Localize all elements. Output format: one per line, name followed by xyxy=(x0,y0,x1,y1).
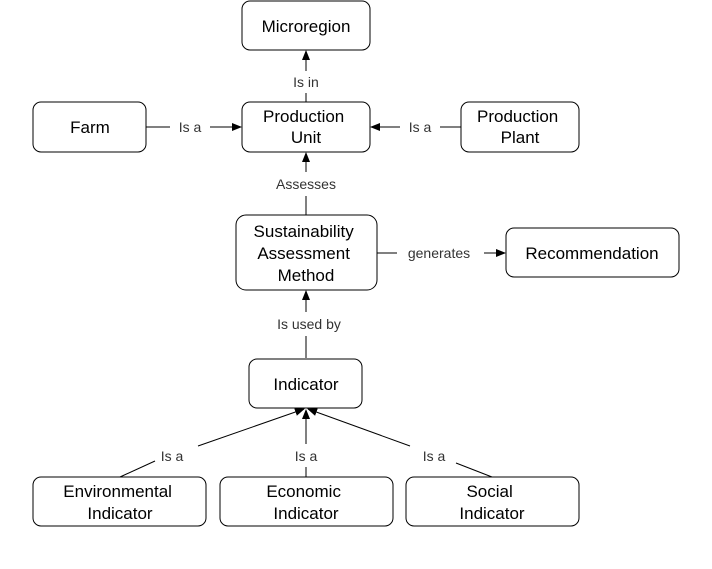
svg-text:Recommendation: Recommendation xyxy=(525,244,658,263)
svg-text:Sustainability Assessmen: Sustainability Assessment Method xyxy=(254,222,359,285)
edge-label-social-is-a: Is a xyxy=(423,448,446,464)
svg-text:Indicator: Indicator xyxy=(273,375,339,394)
edge-label-environmental-is-a: Is a xyxy=(161,448,184,464)
node-production-plant-label-line-2: Plant xyxy=(501,128,540,147)
node-sam-label-line-3: Method xyxy=(278,266,335,285)
node-social-indicator: Social Indicator xyxy=(405,476,580,527)
svg-text:Production Plant: Production Plant xyxy=(477,107,563,147)
node-production-plant-label-line-1: Production xyxy=(477,107,558,126)
svg-text:Social Indicator: Social Indicator xyxy=(459,482,525,523)
svg-text:Economic Indicator: Economic Indicator xyxy=(266,482,345,523)
node-production-unit-label-line-2: Unit xyxy=(291,128,322,147)
edge-label-farm-is-a: Is a xyxy=(179,119,202,135)
node-social-indicator-label-line-2: Indicator xyxy=(459,504,525,523)
svg-text:Production Unit: Production Unit xyxy=(263,107,349,147)
edge-generates: generates xyxy=(377,245,506,261)
node-environmental-indicator-label-line-2: Indicator xyxy=(87,504,153,523)
node-production-unit-label-line-1: Production xyxy=(263,107,344,126)
edge-label-is-in: Is in xyxy=(293,74,319,90)
node-microregion: Microregion xyxy=(241,0,371,51)
node-microregion-label: Microregion xyxy=(262,17,351,36)
node-recommendation: Recommendation xyxy=(505,227,680,278)
node-economic-indicator: Economic Indicator xyxy=(219,476,394,527)
edge-social-is-a: Is a xyxy=(307,408,493,478)
node-economic-indicator-label-line-1: Economic xyxy=(266,482,341,501)
node-production-unit: Production Unit xyxy=(241,101,371,153)
edge-assesses: Assesses xyxy=(276,152,336,215)
edge-label-plant-is-a: Is a xyxy=(409,119,432,135)
edge-label-is-used-by: Is used by xyxy=(277,316,341,332)
edge-is-in: Is in xyxy=(293,50,319,102)
node-indicator-label: Indicator xyxy=(273,375,339,394)
node-recommendation-label: Recommendation xyxy=(525,244,658,263)
svg-text:Farm: Farm xyxy=(70,118,110,137)
edge-farm-is-a: Is a xyxy=(146,119,242,135)
node-economic-indicator-label-line-2: Indicator xyxy=(273,504,339,523)
svg-text:Microregion: Microregion xyxy=(262,17,351,36)
node-production-plant: Production Plant xyxy=(460,101,580,153)
node-sam-label-line-2: Assessment xyxy=(257,244,350,263)
node-sustainability-assessment-method: Sustainability Assessment Method xyxy=(235,214,378,291)
edge-environmental-is-a: Is a xyxy=(119,408,305,478)
edge-label-assesses: Assesses xyxy=(276,176,336,192)
node-indicator: Indicator xyxy=(248,358,363,409)
node-environmental-indicator-label-line-1: Environmental xyxy=(63,482,172,501)
node-environmental-indicator: Environmental Indicator xyxy=(32,476,207,527)
edge-plant-is-a: Is a xyxy=(370,119,461,135)
svg-text:Environmental Indicator: Environmental Indicator xyxy=(63,482,176,523)
node-farm: Farm xyxy=(32,101,147,153)
edge-label-economic-is-a: Is a xyxy=(295,448,318,464)
node-farm-label: Farm xyxy=(70,118,110,137)
node-sam-label-line-1: Sustainability xyxy=(254,222,355,241)
edge-economic-is-a: Is a xyxy=(295,409,318,477)
node-social-indicator-label-line-1: Social xyxy=(466,482,512,501)
edge-label-generates: generates xyxy=(408,245,470,261)
edge-is-used-by: Is used by xyxy=(277,290,341,358)
